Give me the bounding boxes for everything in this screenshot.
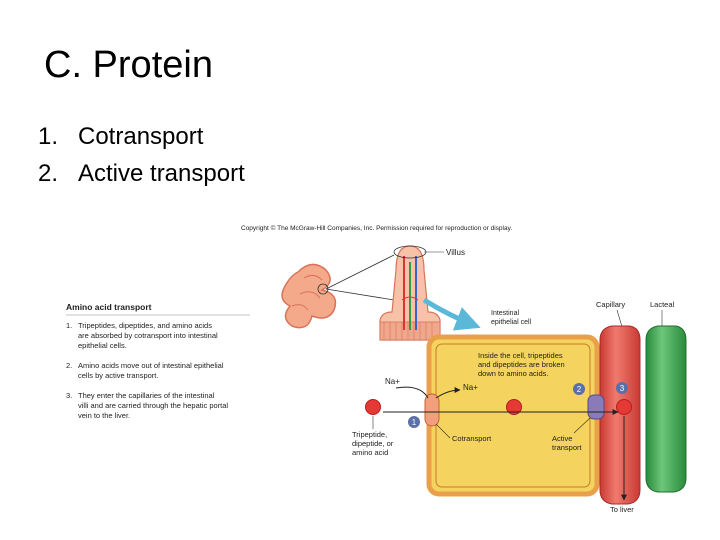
intestine-illustration bbox=[281, 263, 337, 329]
step-marker-3: 3 bbox=[616, 382, 628, 394]
step-3-number: 3. bbox=[66, 391, 72, 400]
panel-title: Amino acid transport bbox=[66, 302, 152, 312]
sodium-label-outside: Na+ bbox=[385, 377, 400, 386]
capillary-label: Capillary bbox=[596, 300, 625, 309]
cotransport-pointer bbox=[435, 423, 451, 439]
step-2-line1: Amino acids move out of intestinal epith… bbox=[78, 361, 224, 370]
active-transport-pointer bbox=[573, 417, 591, 434]
step-marker-2: 2 bbox=[573, 383, 585, 395]
bullet-number: 2. bbox=[38, 160, 59, 187]
bullet-text: Cotransport bbox=[78, 123, 204, 150]
step-3-line3: vein to the liver. bbox=[78, 411, 130, 420]
cotransport-carrier bbox=[424, 393, 440, 427]
inside-cell-text-line1: Inside the cell, tripeptides bbox=[478, 351, 563, 360]
bullet-text: Active transport bbox=[78, 160, 245, 187]
inside-cell-text-line3: down to amino acids. bbox=[478, 369, 548, 378]
step-marker-1: 1 bbox=[408, 416, 420, 428]
zoom-arrow bbox=[422, 297, 481, 331]
sodium-label-inside: Na+ bbox=[463, 383, 478, 392]
bullet-item-active-transport: 2. Active transport bbox=[38, 155, 245, 192]
step-1-line3: epithelial cells. bbox=[78, 341, 127, 350]
villus-illustration bbox=[379, 245, 441, 341]
active-transport-label-line2: transport bbox=[552, 443, 583, 452]
active-transport-carrier bbox=[587, 394, 605, 420]
capillary bbox=[599, 325, 641, 505]
bullet-list: 1. Cotransport 2. Active transport bbox=[38, 118, 245, 192]
amino-acid-transport-panel: Amino acid transport 1. Tripeptides, dip… bbox=[66, 302, 250, 420]
active-transport-label-line1: Active bbox=[552, 434, 572, 443]
amino-acid-molecule-capillary bbox=[616, 399, 632, 415]
step-3-line1: They enter the capillaries of the intest… bbox=[78, 391, 215, 400]
epithelial-label-line1: Intestinal bbox=[491, 310, 519, 317]
step-1-number: 1. bbox=[66, 321, 72, 330]
step-marker-1-text: 1 bbox=[412, 418, 417, 427]
amino-acid-molecule-outside bbox=[365, 399, 381, 415]
tripeptide-label-line3: amino acid bbox=[352, 448, 388, 457]
copyright-text: Copyright © The McGraw-Hill Companies, I… bbox=[241, 224, 512, 232]
tripeptide-label-line1: Tripeptide, bbox=[352, 430, 387, 439]
step-3-line2: villi and are carried through the hepati… bbox=[78, 401, 228, 410]
to-liver-label: To liver bbox=[610, 505, 634, 514]
step-2-number: 2. bbox=[66, 361, 72, 370]
zoom-line bbox=[325, 254, 395, 290]
zoom-line bbox=[325, 288, 395, 301]
tripeptide-label-line2: dipeptide, or bbox=[352, 439, 394, 448]
lacteal bbox=[645, 325, 687, 493]
slide-title: C. Protein bbox=[44, 44, 213, 86]
cotransport-label: Cotransport bbox=[452, 434, 492, 443]
step-1-line2: are absorbed by cotransport into intesti… bbox=[78, 331, 218, 340]
step-2-line2: cells by active transport. bbox=[78, 371, 158, 380]
lacteal-label: Lacteal bbox=[650, 300, 675, 309]
villus-label: Villus bbox=[446, 248, 465, 257]
step-marker-3-text: 3 bbox=[620, 384, 625, 393]
sodium-arrow-out bbox=[435, 387, 461, 399]
epithelial-label-line2: epithelial cell bbox=[491, 319, 532, 326]
step-marker-2-text: 2 bbox=[577, 385, 582, 394]
bullet-item-cotransport: 1. Cotransport bbox=[38, 118, 245, 155]
inside-cell-text-line2: and dipeptides are broken bbox=[478, 360, 565, 369]
step-1-line1: Tripeptides, dipeptides, and amino acids bbox=[78, 321, 212, 330]
amino-acid-molecule-inside bbox=[506, 399, 522, 415]
sodium-arrow-in bbox=[395, 386, 429, 399]
bullet-number: 1. bbox=[38, 123, 59, 150]
